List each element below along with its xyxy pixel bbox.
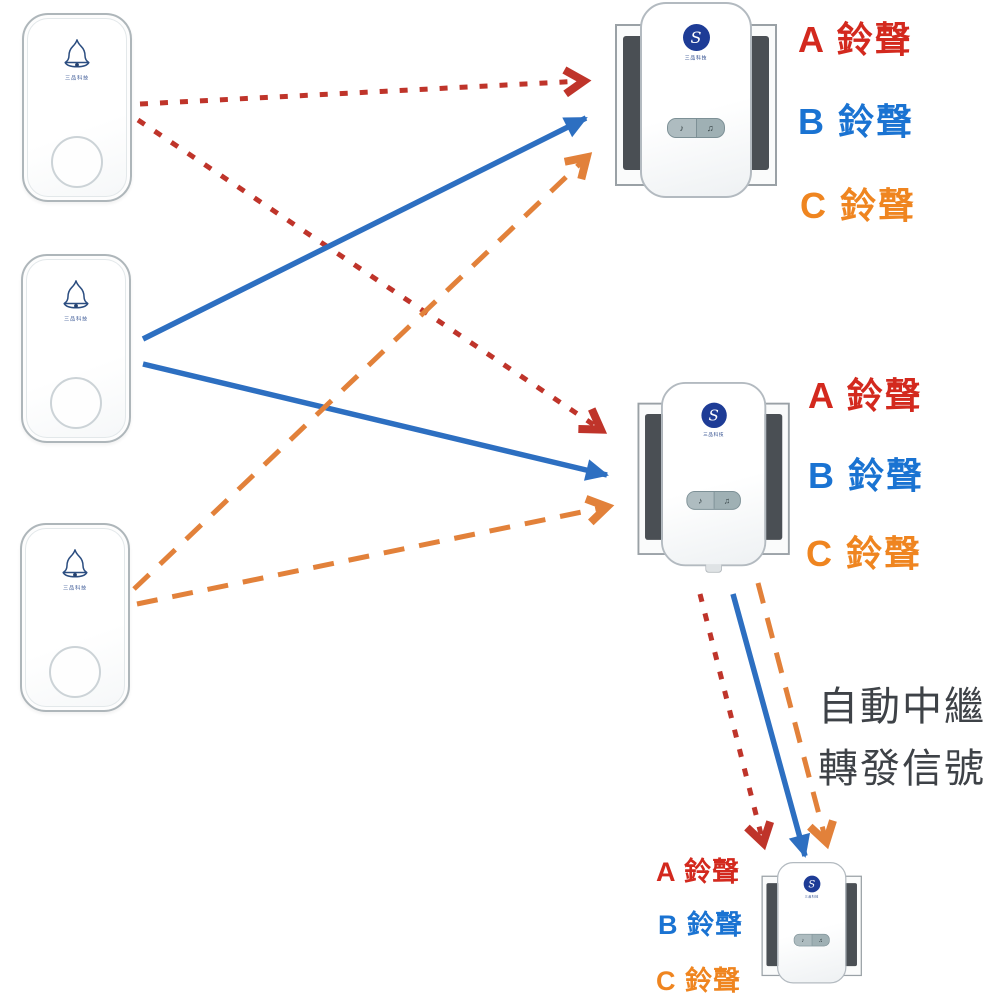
doorbell-transmitter-3: 三品科技 xyxy=(20,523,130,712)
speaker-grille-right xyxy=(762,413,783,540)
button-panel: ♪ ♫ xyxy=(793,933,830,947)
ringtone-label-a-receiver-middle: A 鈴聲 xyxy=(808,375,923,416)
brand-text: 三品科技 xyxy=(63,585,87,591)
arrow-relay-blue xyxy=(730,593,811,858)
ringtone-label-c-receiver-bottom: C 鈴聲 xyxy=(656,966,741,996)
doorbell-push-button xyxy=(50,377,102,429)
arrow-doorbell2-to-receiver-top xyxy=(141,115,588,342)
relay-annotation-line2: 轉發信號 xyxy=(818,747,986,791)
receiver-top: S 三品科技 ♪ ♫ xyxy=(615,2,777,198)
speaker-grille-right xyxy=(843,883,857,967)
arrow-doorbell1-to-receiver-middle xyxy=(136,117,608,434)
speaker-grille-left xyxy=(645,413,665,540)
arrow-relay-orange xyxy=(755,582,837,850)
button-panel: ♪ ♫ xyxy=(667,118,725,138)
melody-button-icon: ♪ xyxy=(794,934,813,946)
speaker-grille-left xyxy=(766,883,780,967)
doorbell-transmitter-1: 三品科技 xyxy=(22,13,132,202)
ringtone-label-b-receiver-bottom: B 鈴聲 xyxy=(658,910,743,940)
arrow-doorbell3-to-receiver-top xyxy=(132,152,593,591)
brand-text: 三品科技 xyxy=(64,316,88,322)
doorbell-transmitter-2: 三品科技 xyxy=(21,254,131,443)
bell-icon xyxy=(56,278,96,312)
brand-text: 三品科技 xyxy=(703,432,725,438)
relay-annotation: 自動中繼 轉發信號 xyxy=(818,676,986,800)
receiver-body: S 三品科技 ♪ ♫ xyxy=(777,862,847,984)
receiver-body: S 三品科技 ♪ ♫ xyxy=(640,2,752,198)
ringtone-label-c-receiver-top: C 鈴聲 xyxy=(800,185,917,226)
ringtone-label-b-receiver-middle: B 鈴聲 xyxy=(808,455,925,496)
arrow-doorbell2-to-receiver-middle xyxy=(142,361,609,481)
bell-icon xyxy=(55,547,95,581)
speaker-grille-right xyxy=(748,36,769,170)
melody-button-icon: ♪ xyxy=(668,119,697,137)
brand-text: 三品科技 xyxy=(804,895,819,899)
brand-text: 三品科技 xyxy=(65,75,89,81)
button-panel: ♪ ♫ xyxy=(686,491,741,510)
brand-logo: S xyxy=(682,24,710,51)
receiver-middle: S 三品科技 ♪ ♫ xyxy=(637,382,790,573)
ringtone-label-c-receiver-middle: C 鈴聲 xyxy=(806,533,923,574)
brand-logo: S xyxy=(700,402,727,429)
arrow-doorbell3-to-receiver-middle xyxy=(136,495,615,607)
brand-logo: S xyxy=(803,875,821,893)
doorbell-push-button xyxy=(51,136,103,188)
forward-button-icon: ♫ xyxy=(723,495,731,506)
receiver-foot xyxy=(705,564,723,573)
melody-button-icon: ♪ xyxy=(687,491,715,509)
ringtone-label-a-receiver-bottom: A 鈴聲 xyxy=(656,857,740,887)
arrow-doorbell1-to-receiver-top xyxy=(139,66,592,107)
bell-icon xyxy=(57,37,97,71)
receiver-body: S 三品科技 ♪ ♫ xyxy=(661,382,767,567)
forward-button-icon: ♫ xyxy=(706,123,714,133)
speaker-grille-left xyxy=(623,36,644,170)
doorbell-push-button xyxy=(49,646,101,698)
arrow-relay-red xyxy=(697,593,775,851)
ringtone-label-b-receiver-top: B 鈴聲 xyxy=(798,101,915,142)
ringtone-label-a-receiver-top: A 鈴聲 xyxy=(798,19,913,60)
brand-text: 三品科技 xyxy=(684,55,708,61)
relay-annotation-line1: 自動中繼 xyxy=(818,685,986,729)
forward-button-icon: ♫ xyxy=(818,937,823,944)
receiver-bottom: S 三品科技 ♪ ♫ xyxy=(761,862,862,984)
